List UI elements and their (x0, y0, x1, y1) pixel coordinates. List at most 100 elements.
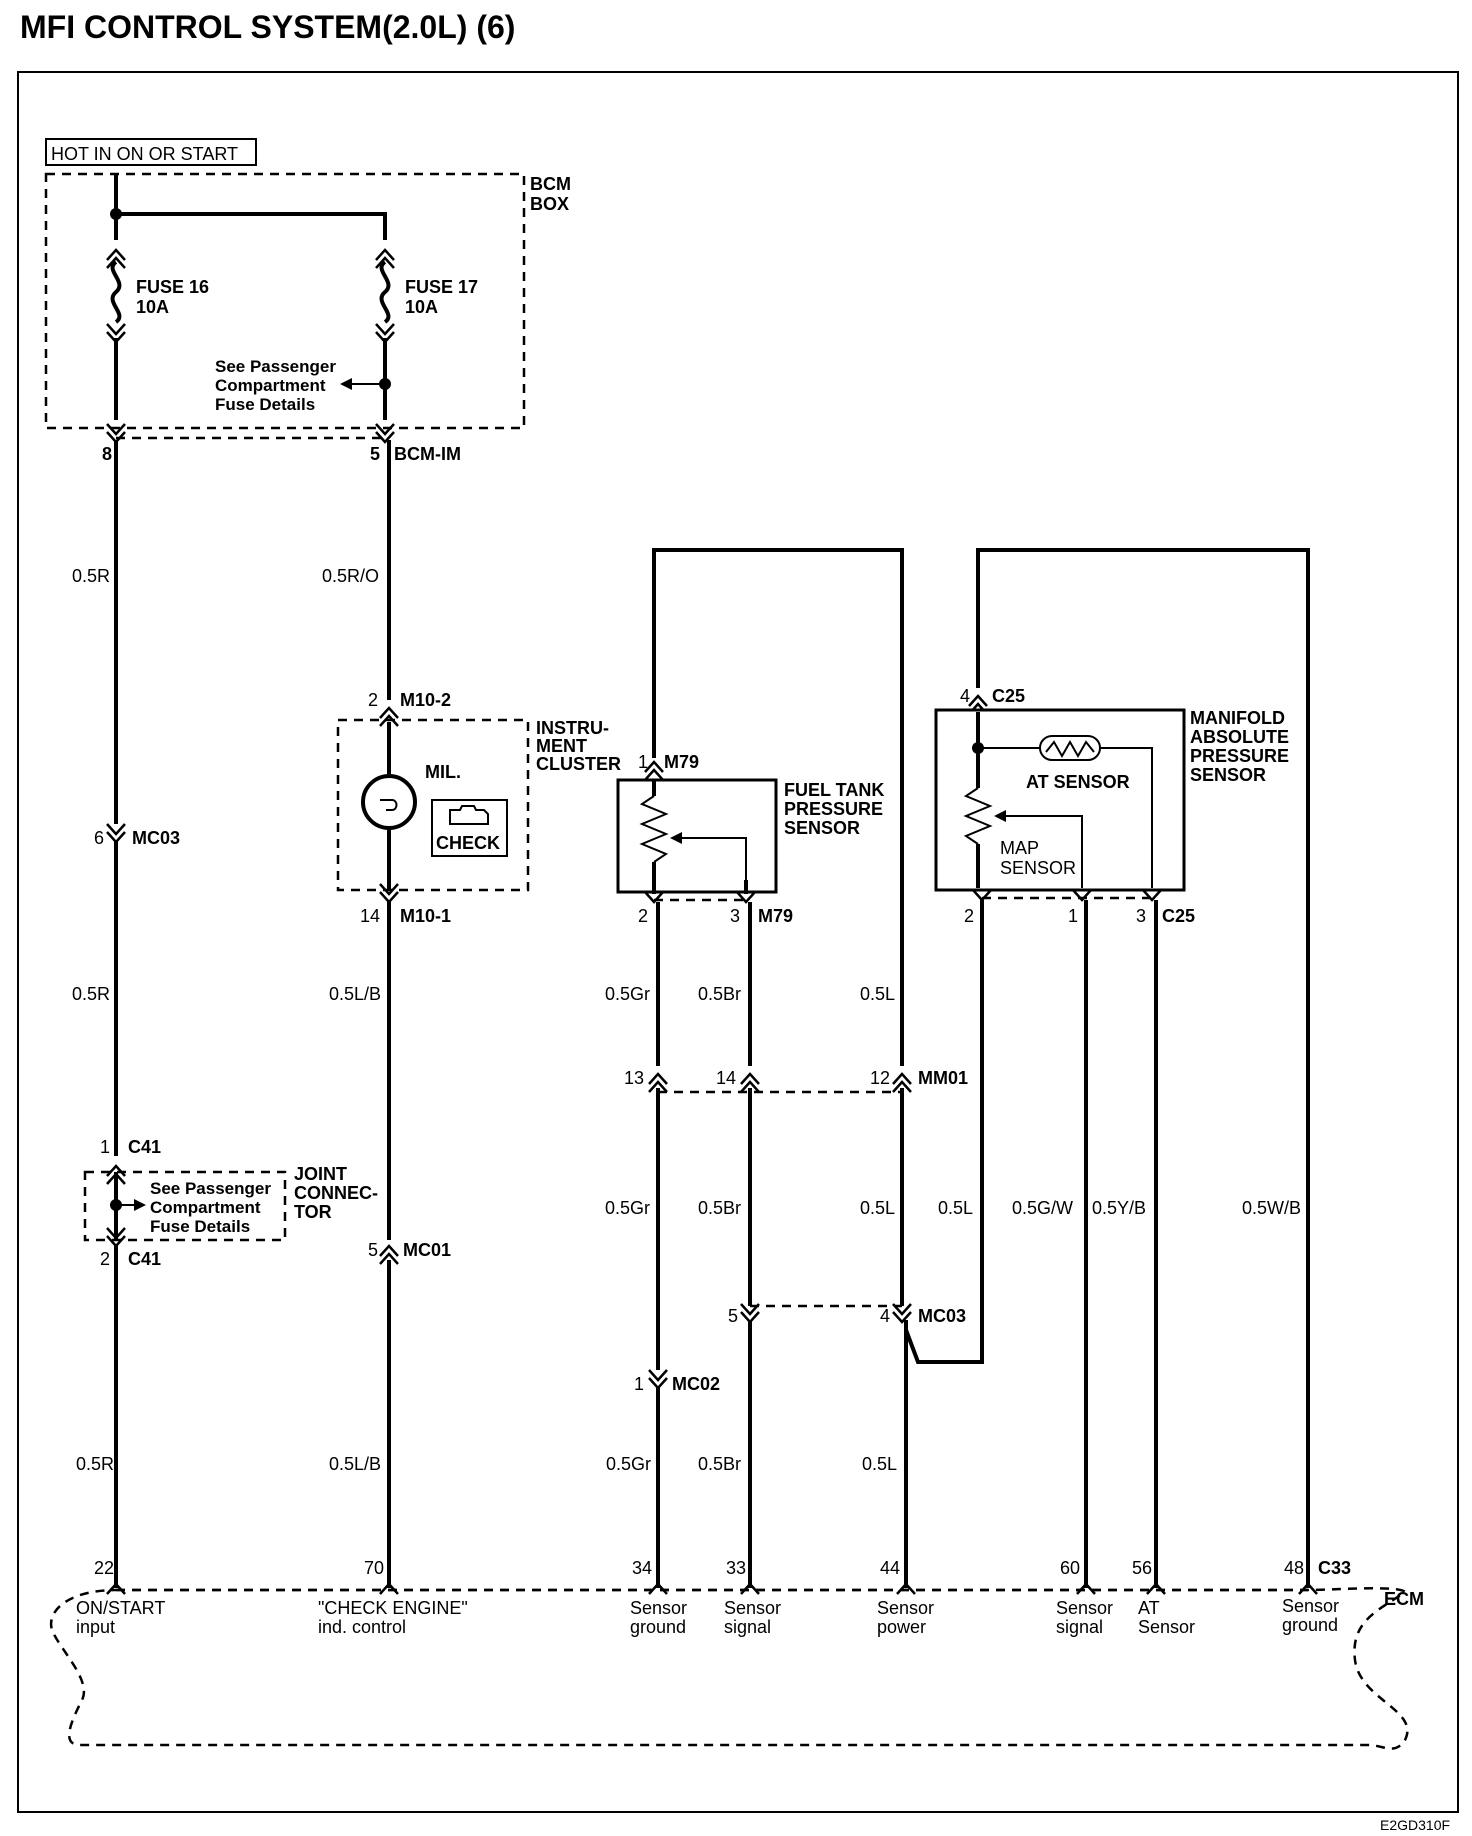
check-engine-icon-box (431, 799, 508, 857)
ecm-pin-22: 22 (94, 1558, 114, 1578)
ecm-desc-60-2: signal (1056, 1617, 1103, 1637)
bcm-note-2: Compartment (215, 376, 326, 395)
fuse17-name: FUSE 17 (405, 277, 478, 297)
ecm-pin-44: 44 (880, 1558, 900, 1578)
bcm-bus-wire (116, 212, 387, 240)
bcm-out-5-chevron (374, 422, 396, 444)
wire-label-0.5W/B: 0.5W/B (1242, 1198, 1301, 1218)
pin-5: 5 (370, 444, 380, 464)
wire-label-0.5R/O: 0.5R/O (322, 566, 379, 586)
bcm-label-2: BOX (530, 194, 569, 214)
map-potentiometer-icon (963, 787, 993, 845)
fuel-tank-sensor-box (616, 778, 778, 894)
wire-label-0.5Br-c: 0.5Br (698, 1454, 741, 1474)
wire-label-0.5R-b: 0.5R (72, 984, 110, 1004)
pin-c41-top: 1 (100, 1137, 110, 1157)
wire-label-0.5Br-a: 0.5Br (698, 984, 741, 1004)
ecm-desc-56-2: Sensor (1138, 1617, 1195, 1637)
connector-c25-bottom: C25 (1162, 906, 1195, 926)
wire-label-0.5L-d: 0.5L (938, 1198, 973, 1218)
mil-label: MIL. (425, 762, 461, 782)
fuel-sensor-label-1: FUEL TANK (784, 780, 884, 800)
ecm-box (49, 1587, 1409, 1750)
mc02-chevron (647, 1368, 669, 1390)
fuse16-top-chevron (105, 248, 127, 270)
pin-mm01-12: 12 (870, 1068, 890, 1088)
wire-label-0.5R-a: 0.5R (72, 566, 110, 586)
connector-m79-bottom: M79 (758, 906, 793, 926)
connector-mc03-left: MC03 (132, 828, 180, 848)
joint-note-1: See Passenger (150, 1179, 271, 1198)
map-wiper-wire (1004, 815, 1083, 888)
pin-mm01-13: 13 (624, 1068, 644, 1088)
wire-label-0.5Br-b: 0.5Br (698, 1198, 741, 1218)
fuse16-rating: 10A (136, 297, 169, 317)
wire-label-0.5L-a: 0.5L (860, 984, 895, 1004)
pin-mc03-mid-4: 4 (880, 1306, 890, 1326)
connector-m79-top: M79 (664, 752, 699, 772)
ecm-desc-60-1: Sensor (1056, 1598, 1113, 1618)
connector-mc02: MC02 (672, 1374, 720, 1394)
ecm-desc-34-2: ground (630, 1617, 686, 1637)
ecm-desc-56-1: AT (1138, 1598, 1160, 1618)
mil-filament (380, 799, 398, 811)
ecm-label: ECM (1384, 1589, 1424, 1609)
ecm-pin-48: 48 (1284, 1558, 1304, 1578)
map-label-1: MANIFOLD (1190, 708, 1285, 728)
connector-c41-bottom: C41 (128, 1249, 161, 1269)
pin-m10-2: 2 (368, 690, 378, 710)
connector-mc01: MC01 (403, 1240, 451, 1260)
bcm-note-3: Fuse Details (215, 395, 315, 414)
power-label: HOT IN ON OR START (51, 144, 238, 164)
pin-c25-2: 2 (964, 906, 974, 926)
joint-note-3: Fuse Details (150, 1217, 250, 1236)
wire-label-0.5L/B-a: 0.5L/B (329, 984, 381, 1004)
pin-c25-top: 4 (960, 686, 970, 706)
ecm-desc-22-1: ON/START (76, 1598, 165, 1618)
connector-mc03-mid: MC03 (918, 1306, 966, 1326)
pin-mm01-14: 14 (716, 1068, 736, 1088)
arrow-left-icon (340, 378, 352, 390)
cluster-label-3: CLUSTER (536, 754, 621, 774)
wire-label-0.5L-b: 0.5L (860, 1198, 895, 1218)
joint-label-3: TOR (294, 1202, 332, 1222)
at-sensor-wire-right (1100, 747, 1153, 888)
pin-c25-1: 1 (1068, 906, 1078, 926)
thermistor-zigzag (1045, 739, 1095, 759)
ecm-desc-48-1: Sensor (1282, 1596, 1339, 1616)
ecm-pin-70: 70 (364, 1558, 384, 1578)
map-label-3: PRESSURE (1190, 746, 1289, 766)
ecm-desc-70-2: ind. control (318, 1617, 406, 1637)
page-title: MFI CONTROL SYSTEM(2.0L) (6) (20, 9, 515, 45)
map-label-small-1: MAP (1000, 838, 1039, 858)
power-label-box (45, 138, 257, 166)
wire-label-0.5L/B-b: 0.5L/B (329, 1454, 381, 1474)
connector-c33: C33 (1318, 1558, 1351, 1578)
bcm-label-1: BCM (530, 174, 571, 194)
connector-bcm-im: BCM-IM (394, 444, 461, 464)
fuse17-rating: 10A (405, 297, 438, 317)
connector-mm01: MM01 (918, 1068, 968, 1088)
bcm-box (44, 172, 526, 430)
mil-bulb-icon (361, 774, 417, 830)
map-label-2: ABSOLUTE (1190, 727, 1289, 747)
map-wiper-arrow-icon (994, 810, 1006, 822)
wire-label-0.5Gr-c: 0.5Gr (606, 1454, 651, 1474)
wire-label-0.5Gr-a: 0.5Gr (605, 984, 650, 1004)
fuse16-icon (110, 260, 122, 324)
ecm-pin-34: 34 (632, 1558, 652, 1578)
fuel-wiper-wire (680, 837, 747, 880)
connector-c25-top: C25 (992, 686, 1025, 706)
bcm-out-8-chevron (105, 422, 127, 444)
ecm-desc-34-1: Sensor (630, 1598, 687, 1618)
instrument-cluster-box (336, 718, 530, 892)
pin-8: 8 (102, 444, 112, 464)
potentiometer-icon (639, 795, 669, 863)
wire-label-0.5G/W: 0.5G/W (1012, 1198, 1073, 1218)
figure-code: E2GD310F (1380, 1817, 1450, 1833)
pin-mc02: 1 (634, 1374, 644, 1394)
joint-label-1: JOINT (294, 1164, 347, 1184)
connector-c41-top: C41 (128, 1137, 161, 1157)
pin-m79-top: 1 (638, 752, 648, 772)
cluster-label-1: INSTRU- (536, 718, 609, 738)
